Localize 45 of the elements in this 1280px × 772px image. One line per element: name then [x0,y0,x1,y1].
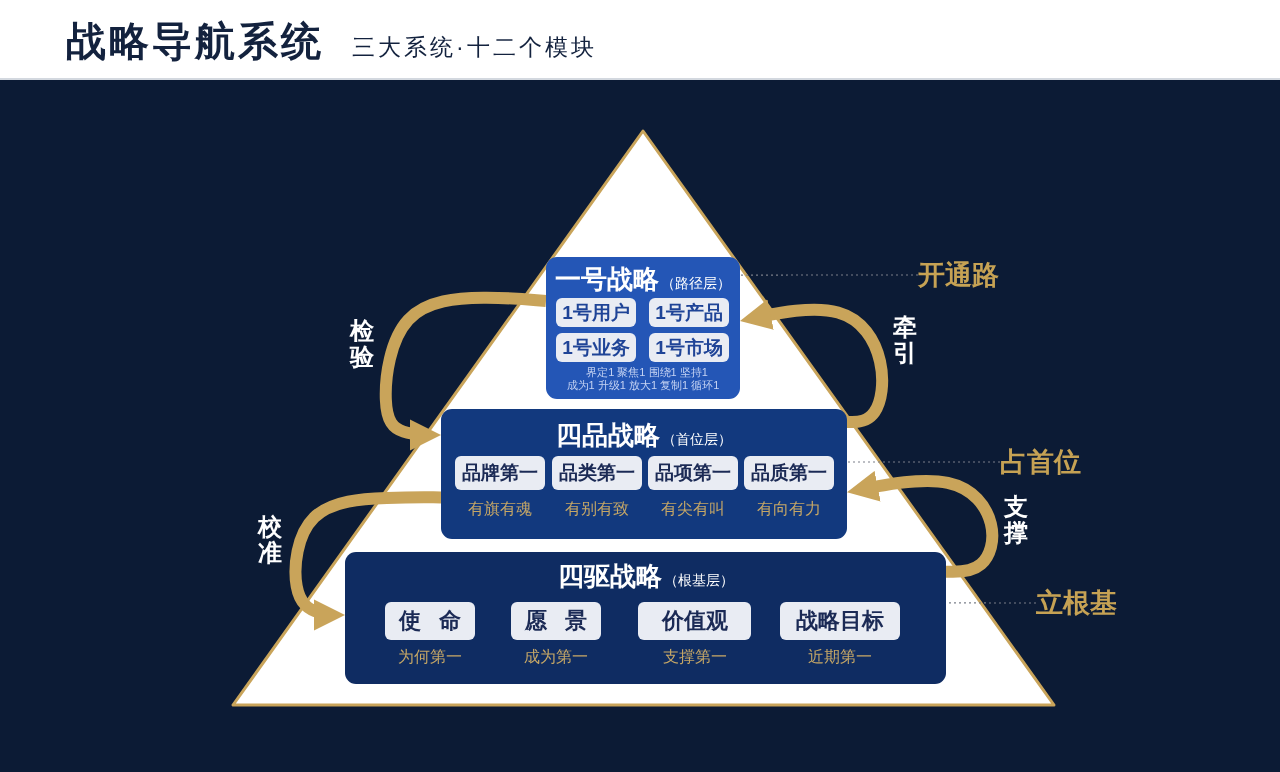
module-tag: 品项第一 [648,456,738,490]
page-title: 战略导航系统 [66,18,324,64]
module-tag: 使 命 [385,602,475,640]
edge-label: 校准 [258,514,282,567]
module-tag: 1号市场 [649,333,729,362]
tag-caption: 有旗有魂 [467,499,533,519]
goal-label: 立根基 [1036,586,1126,620]
module-tag: 品牌第一 [455,456,545,490]
edge-label: 检验 [350,318,374,371]
tag-caption: 有向有力 [756,499,822,519]
module-tag: 战略目标 [780,602,900,640]
module-tag: 品类第一 [552,456,642,490]
curved-arrow [738,299,889,428]
module-tag: 愿 景 [511,602,601,640]
layer-panel [345,552,946,684]
layer-subtitle: （首位层） [662,431,732,447]
curved-arrow [289,491,442,631]
layer-title: 四品战略 [556,420,660,450]
module-tag: 1号业务 [556,333,636,362]
page-subtitle: 三大系统·十二个模块 [352,33,597,62]
leader-line [846,461,1001,463]
curved-arrow [845,470,999,578]
module-tag: 1号产品 [649,298,729,327]
layer-note: 界定1 聚焦1 围绕1 坚持1 成为1 升级1 放大1 复制1 循环1 [565,366,721,392]
module-tag: 价值观 [638,602,751,640]
layer-panel [546,257,740,399]
tag-caption: 成为第一 [523,647,589,667]
leader-line [739,274,919,276]
layer-title: 四驱战略 [557,561,662,591]
layer-panel [441,409,847,539]
layer-subtitle: （根基层） [663,572,734,588]
layer-title: 一号战略 [555,264,659,294]
goal-label: 占首位 [1000,445,1090,479]
layer-subtitle: （路径层） [661,275,731,291]
goal-label: 开通路 [918,258,1008,292]
tag-caption: 近期第一 [807,647,873,667]
tag-caption: 为何第一 [397,647,463,667]
tag-caption: 有尖有叫 [660,499,726,519]
edge-label: 支撑 [1004,494,1028,547]
tag-caption: 有别有致 [564,499,630,519]
module-tag: 1号用户 [556,298,636,327]
tag-caption: 支撑第一 [661,647,728,667]
curved-arrow [379,291,547,451]
edge-label: 牵引 [893,314,917,367]
module-tag: 品质第一 [744,456,834,490]
